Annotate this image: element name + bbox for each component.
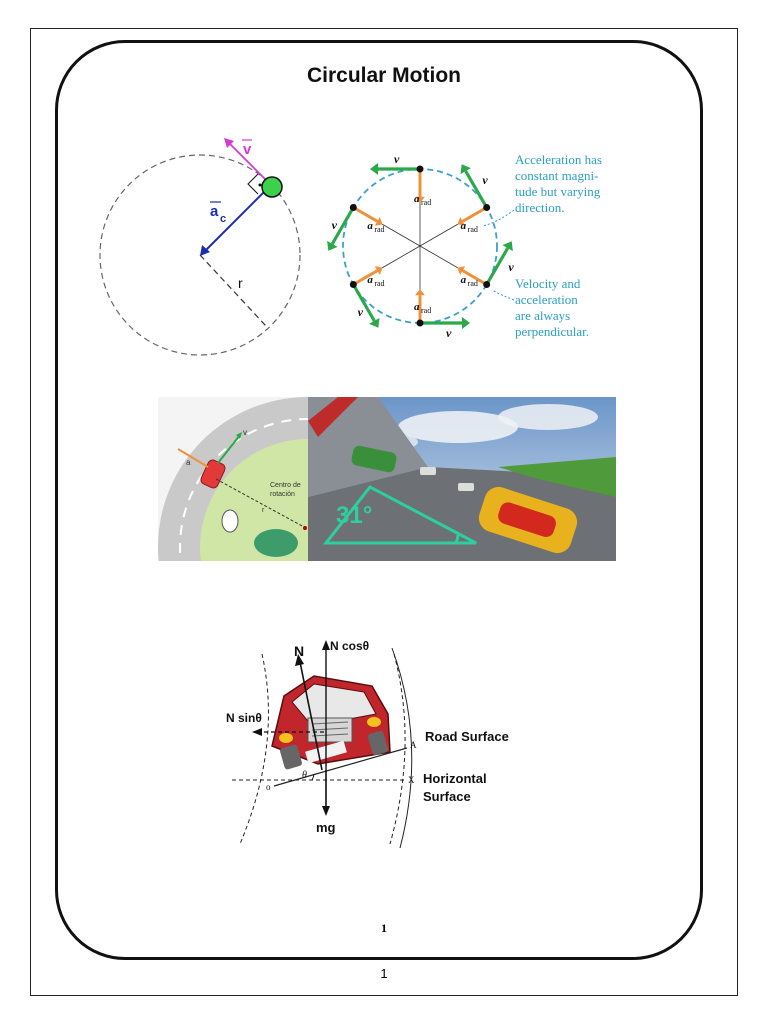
acceleration-subscript: rad: [421, 198, 431, 207]
curve-illustration: v a Centro de rotación r: [158, 397, 308, 561]
radius-label: r: [238, 275, 243, 291]
dashed-circle: [99, 154, 301, 356]
acceleration-arrowhead: [457, 217, 466, 226]
velocity-vector: [330, 206, 355, 245]
weight-label: mg: [316, 820, 336, 835]
velocity-vector: [351, 283, 376, 322]
sedan-car-icon: [271, 675, 391, 770]
velocity-label: v: [508, 260, 514, 274]
acceleration-vector: [461, 206, 488, 223]
acceleration-label: a: [461, 274, 467, 286]
road-surface-line: [273, 747, 408, 787]
velocity-arrowhead: [369, 317, 380, 328]
acceleration-label: a: [414, 301, 420, 313]
right-angle-marker: [247, 173, 259, 195]
velocity-arrowhead: [224, 138, 234, 148]
acceleration-vector: [352, 269, 379, 286]
acceleration-label: a: [367, 274, 373, 286]
acceleration-subscript: rad: [468, 225, 478, 234]
point-x-label: X: [408, 775, 415, 785]
road-surface-label: Road Surface: [425, 729, 509, 744]
orbit-point: [416, 319, 424, 327]
outer-page-number: 1: [380, 966, 388, 981]
acceleration-arrowhead: [374, 217, 383, 226]
note-constant-magnitude: Acceleration has constant magni- tude bu…: [515, 152, 605, 215]
velocity-label: v: [332, 218, 338, 232]
bank-angle-triangle: [322, 485, 477, 545]
orbit-point: [349, 281, 357, 288]
velocity-label: v: [446, 326, 452, 340]
acceleration-subscript: c: [220, 213, 226, 225]
road-edge-right: [389, 653, 406, 845]
inner-page-number: 1: [381, 921, 387, 935]
orbit-point: [349, 204, 357, 211]
figure-banked-road-forces: N N cosθ N sinθ mg θ A X o Road Surface …: [226, 639, 509, 849]
velocity-label: v: [482, 173, 488, 187]
velocity-arrow: [227, 141, 271, 185]
acceleration-subscript: rad: [421, 306, 431, 315]
curve-accel-label: a: [186, 458, 191, 467]
velocity-arrowhead: [327, 240, 338, 251]
orbit-point: [416, 165, 424, 173]
center-of-rotation-label: Centro de rotación: [270, 482, 303, 498]
angle-arc: [311, 773, 315, 781]
acceleration-label: a: [414, 193, 420, 205]
velocity-arrowhead: [370, 163, 378, 175]
acceleration-arrowhead: [200, 245, 210, 256]
acceleration-arrowhead: [457, 266, 466, 275]
road-edge-left: [239, 653, 269, 845]
acceleration-arrowhead: [415, 289, 425, 296]
point-a-label: A: [410, 740, 417, 750]
velocity-arrowhead: [502, 241, 513, 252]
horizontal-surface-label: Horizontal Surface: [423, 771, 490, 804]
bank-angle-label: 31°: [336, 502, 372, 529]
moving-body: [261, 176, 283, 198]
orbit-point: [483, 281, 491, 288]
acceleration-subscript: rad: [374, 279, 384, 288]
normal-force-arrow: [299, 661, 323, 771]
race-track-photo: 31°: [308, 397, 616, 561]
rounded-frame: [55, 40, 703, 960]
acceleration-label: a: [367, 220, 373, 232]
acceleration-arrowhead: [415, 196, 425, 203]
acceleration-label: a: [461, 220, 467, 232]
theta-label: θ: [302, 770, 307, 781]
velocity-vector: [464, 170, 489, 209]
green-race-car: [351, 445, 397, 473]
acceleration-label: a: [210, 203, 219, 220]
curve-radius-label: r: [262, 507, 265, 514]
figure-circle-acceleration: v a c r: [99, 138, 301, 356]
normal-force-label: N: [294, 643, 304, 659]
acceleration-arrowhead: [374, 266, 383, 275]
velocity-vector: [485, 247, 510, 286]
orbit-point: [483, 204, 491, 211]
page-title: Circular Motion: [306, 64, 461, 87]
figure-banked-curve: v a Centro de rotación r 31°: [158, 397, 616, 561]
point-o-label: o: [266, 782, 271, 792]
velocity-arrowhead: [462, 317, 470, 329]
velocity-label: v: [243, 141, 252, 158]
radius-line: [199, 254, 267, 327]
velocity-label: v: [394, 152, 400, 166]
acceleration-arrow: [203, 187, 269, 253]
acceleration-vector: [461, 269, 488, 286]
velocity-arrowhead: [460, 164, 471, 175]
vertical-component-label: N cosθ: [330, 639, 369, 653]
acceleration-vector: [352, 206, 379, 223]
horizontal-component-label: N sinθ: [226, 711, 262, 725]
page-border: [30, 28, 738, 996]
note-perpendicular: Velocity and acceleration are always per…: [515, 276, 589, 339]
note-pointer-top: [482, 209, 515, 227]
acceleration-subscript: rad: [374, 225, 384, 234]
note-pointer-bottom: [491, 289, 515, 301]
curve-velocity-label: v: [243, 428, 247, 437]
acceleration-subscript: rad: [468, 279, 478, 288]
velocity-label: v: [358, 305, 364, 319]
